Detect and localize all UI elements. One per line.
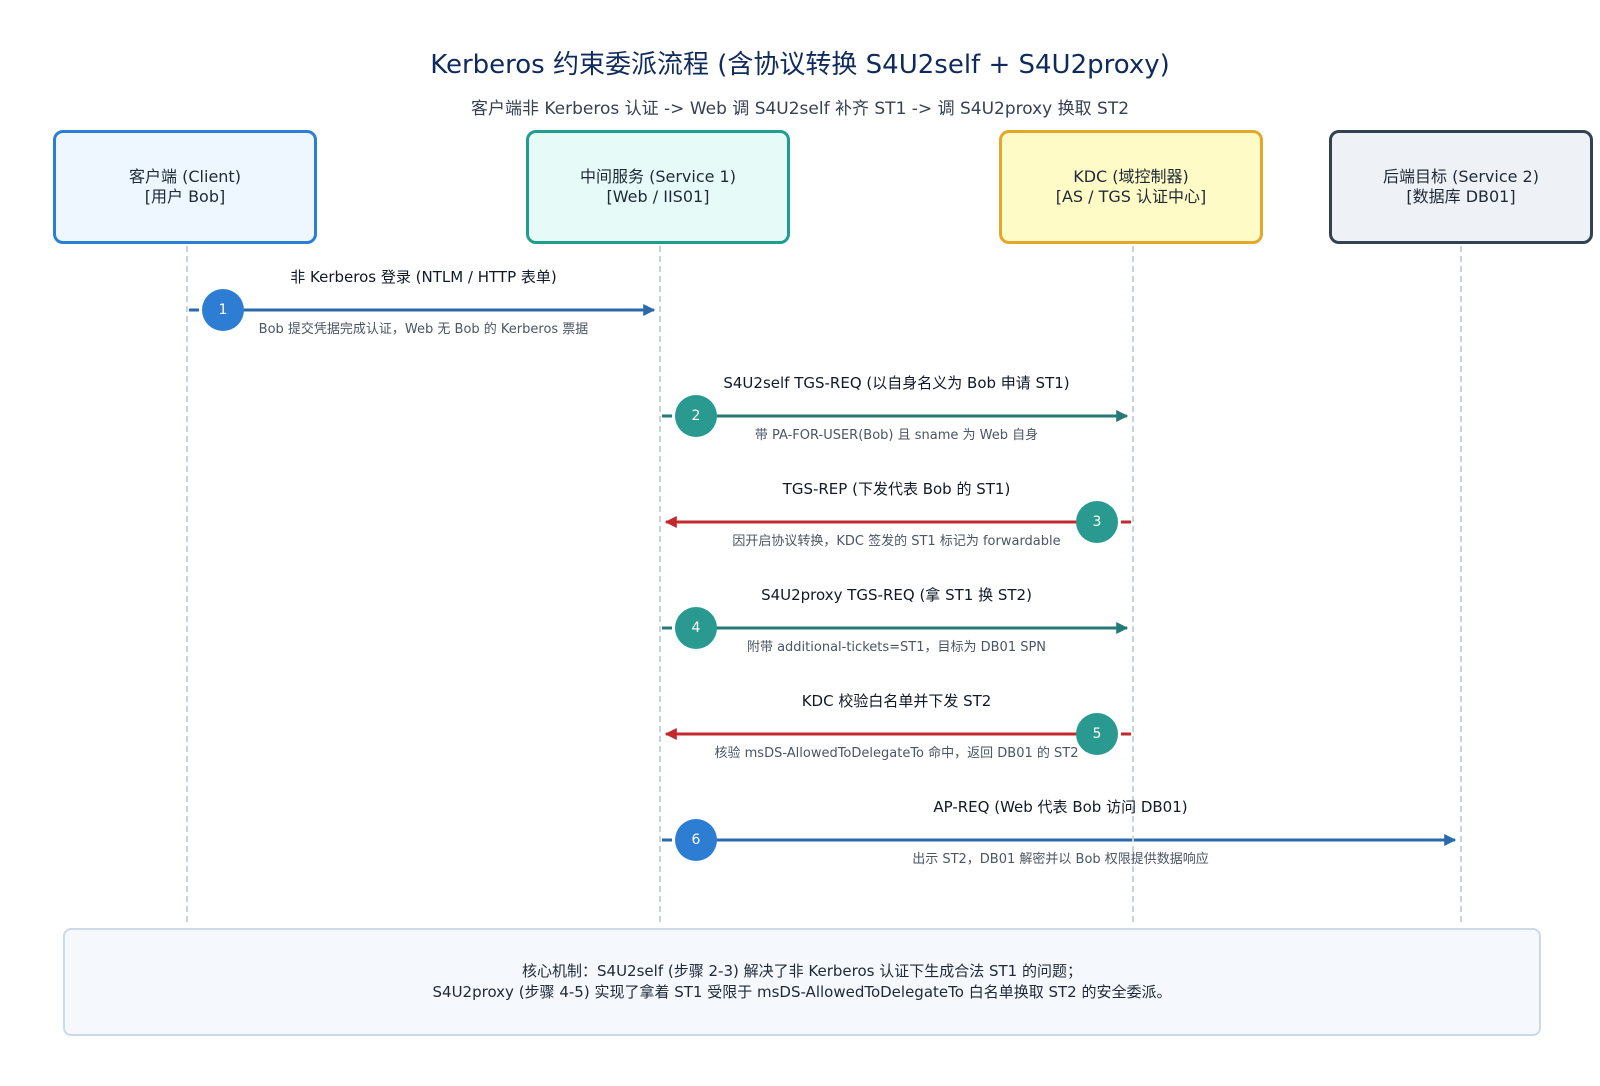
actor-service2: 后端目标 (Service 2) [数据库 DB01] (1329, 130, 1593, 244)
step-3-detail: 因开启协议转换，KDC 签发的 ST1 标记为 forwardable (732, 534, 1061, 549)
actor-kdc-name: KDC (域控制器) (1073, 167, 1189, 186)
actor-service1: 中间服务 (Service 1) [Web / IIS01] (526, 130, 790, 244)
actor-kdc-role: [AS / TGS 认证中心] (1055, 187, 1207, 206)
lifeline-service1 (659, 246, 661, 922)
actor-service2-role: [数据库 DB01] (1406, 187, 1516, 206)
actor-kdc: KDC (域控制器) [AS / TGS 认证中心] (999, 130, 1263, 244)
step-2-detail: 带 PA-FOR-USER(Bob) 且 sname 为 Web 自身 (754, 428, 1039, 443)
actor-service1-role: [Web / IIS01] (606, 187, 710, 206)
summary-note-line-2: S4U2proxy (步骤 4-5) 实现了拿着 ST1 受限于 msDS-Al… (432, 983, 1172, 1001)
step-5-label: KDC 校验白名单并下发 ST2 (801, 692, 992, 710)
summary-note-line-1: 核心机制：S4U2self (步骤 2-3) 解决了非 Kerberos 认证下… (522, 962, 1082, 980)
actor-service2-name: 后端目标 (Service 2) (1383, 167, 1539, 186)
step-6-detail: 出示 ST2，DB01 解密并以 Bob 权限提供数据响应 (912, 852, 1209, 867)
actor-client: 客户端 (Client) [用户 Bob] (53, 130, 317, 244)
actor-client-name: 客户端 (Client) (129, 167, 241, 186)
step-6-badge: 6 (675, 819, 717, 861)
step-4-label: S4U2proxy TGS-REQ (拿 ST1 换 ST2) (761, 586, 1032, 604)
step-1-badge: 1 (202, 289, 244, 331)
step-4-badge: 4 (675, 607, 717, 649)
diagram-title: Kerberos 约束委派流程 (含协议转换 S4U2self + S4U2pr… (430, 50, 1170, 80)
step-6-label: AP-REQ (Web 代表 Bob 访问 DB01) (933, 798, 1188, 816)
step-1-label: 非 Kerberos 登录 (NTLM / HTTP 表单) (290, 268, 557, 286)
actor-client-role: [用户 Bob] (144, 187, 226, 206)
step-3-badge: 3 (1076, 501, 1118, 543)
step-2-badge: 2 (675, 395, 717, 437)
lifeline-kdc (1132, 246, 1134, 922)
actor-service1-name: 中间服务 (Service 1) (580, 167, 736, 186)
step-4-detail: 附带 additional-tickets=ST1，目标为 DB01 SPN (746, 640, 1047, 655)
step-3-label: TGS-REP (下发代表 Bob 的 ST1) (782, 480, 1011, 498)
lifeline-service2 (1460, 246, 1462, 922)
summary-note: 核心机制：S4U2self (步骤 2-3) 解决了非 Kerberos 认证下… (63, 928, 1541, 1036)
diagram-subtitle: 客户端非 Kerberos 认证 -> Web 调 S4U2self 补齐 ST… (470, 99, 1130, 119)
lifeline-client (186, 246, 188, 922)
step-5-badge: 5 (1076, 713, 1118, 755)
step-1-detail: Bob 提交凭据完成认证，Web 无 Bob 的 Kerberos 票据 (258, 322, 589, 337)
step-5-detail: 核验 msDS-AllowedToDelegateTo 命中，返回 DB01 的… (714, 746, 1079, 761)
step-2-label: S4U2self TGS-REQ (以自身名义为 Bob 申请 ST1) (723, 374, 1070, 392)
